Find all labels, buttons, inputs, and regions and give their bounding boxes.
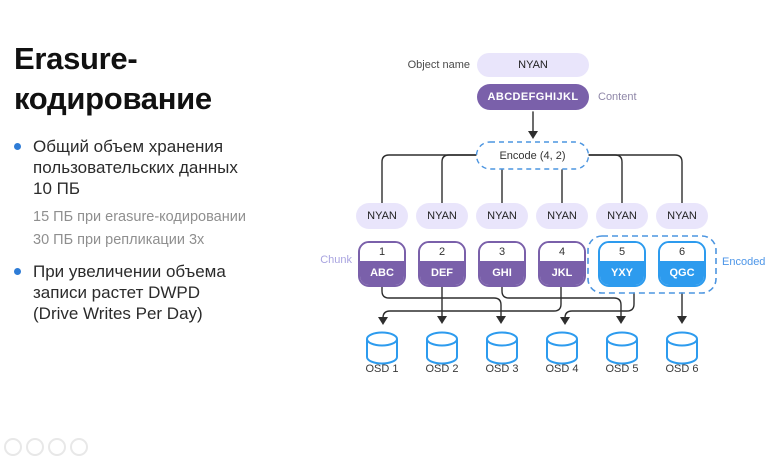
encode-branch-1: [381, 154, 477, 204]
encode-node: Encode (4, 2): [499, 149, 566, 162]
chunk-box-2: 2 DEF: [418, 241, 466, 287]
chunk-number: 3: [480, 243, 524, 261]
slide-nav-dot[interactable]: [26, 438, 44, 456]
osd-label-2: OSD 2: [425, 363, 459, 375]
slide-nav-dot[interactable]: [4, 438, 22, 456]
chunk4-to-osd1: [378, 286, 562, 325]
osd-cylinder-icon-5: [606, 331, 638, 365]
slide-title: Erasure- кодирование: [14, 40, 212, 116]
chunk-code: GHI: [480, 261, 524, 285]
encoded-group-dashed-frame: [587, 235, 717, 294]
encode-branch-6: [588, 154, 683, 204]
object-name-pill: NYAN: [477, 53, 589, 77]
encode-branch-5: [588, 154, 623, 204]
replica-pill-5: NYAN: [596, 203, 648, 229]
bullet-list: Общий объем хранения пользовательских да…: [14, 136, 294, 324]
bullet-subtext: 30 ПБ при репликации 3x: [33, 232, 205, 248]
replica-pill-1: NYAN: [356, 203, 408, 229]
bullet-dot: [14, 143, 21, 150]
replica-pill-4: NYAN: [536, 203, 588, 229]
replica-pill-3: NYAN: [476, 203, 528, 229]
chunk-box-4: 4 JKL: [538, 241, 586, 287]
chunk-number: 2: [420, 243, 464, 261]
chunk-label: Chunk: [320, 254, 352, 266]
content-label: Content: [598, 91, 637, 103]
chunk-number: 4: [540, 243, 584, 261]
chunk-number: 5: [600, 243, 644, 261]
osd-label-6: OSD 6: [665, 363, 699, 375]
slide-nav-dot[interactable]: [70, 438, 88, 456]
chunk-box-3: 3 GHI: [478, 241, 526, 287]
osd-label-3: OSD 3: [485, 363, 519, 375]
encoded-label: Encoded: [722, 256, 766, 268]
chunk-code: ABC: [360, 261, 404, 285]
osd-label-1: OSD 1: [365, 363, 399, 375]
osd-cylinder-icon-6: [666, 331, 698, 365]
chunk-code: YXY: [600, 261, 644, 285]
encode-node-dashed-border: [475, 141, 590, 170]
object-name-label: Object name: [407, 59, 470, 71]
osd-cylinder-icon-1: [366, 331, 398, 365]
osd-cylinder-icon-4: [546, 331, 578, 365]
chunk-box-1: 1 ABC: [358, 241, 406, 287]
chunk-number: 6: [660, 243, 704, 261]
bullet-text: При увеличении объема записи растет DWPD…: [33, 262, 226, 323]
chunk5-to-osd4: [560, 292, 635, 325]
osd-cylinder-icon-2: [426, 331, 458, 365]
chunk-box-6: 6 QGC: [658, 241, 706, 287]
chunk-box-5: 5 YXY: [598, 241, 646, 287]
bullet-item: При увеличении объема записи растет DWPD…: [14, 261, 294, 324]
bullet-dot: [14, 268, 21, 275]
osd-cylinder-icon-3: [486, 331, 518, 365]
content-pill: ABCDEFGHIJKL: [477, 84, 589, 110]
bullet-subtext: 15 ПБ при erasure-кодировании: [33, 209, 246, 225]
replica-pill-6: NYAN: [656, 203, 708, 229]
chunk-code: QGC: [660, 261, 704, 285]
osd-label-4: OSD 4: [545, 363, 579, 375]
osd-label-5: OSD 5: [605, 363, 639, 375]
replica-pill-2: NYAN: [416, 203, 468, 229]
slide-nav-dot[interactable]: [48, 438, 66, 456]
chunk-code: JKL: [540, 261, 584, 285]
chunk-number: 1: [360, 243, 404, 261]
bullet-item: Общий объем хранения пользовательских да…: [14, 136, 294, 199]
chunk-code: DEF: [420, 261, 464, 285]
encode-branch-2: [441, 154, 477, 204]
bullet-text: Общий объем хранения пользовательских да…: [33, 137, 238, 198]
